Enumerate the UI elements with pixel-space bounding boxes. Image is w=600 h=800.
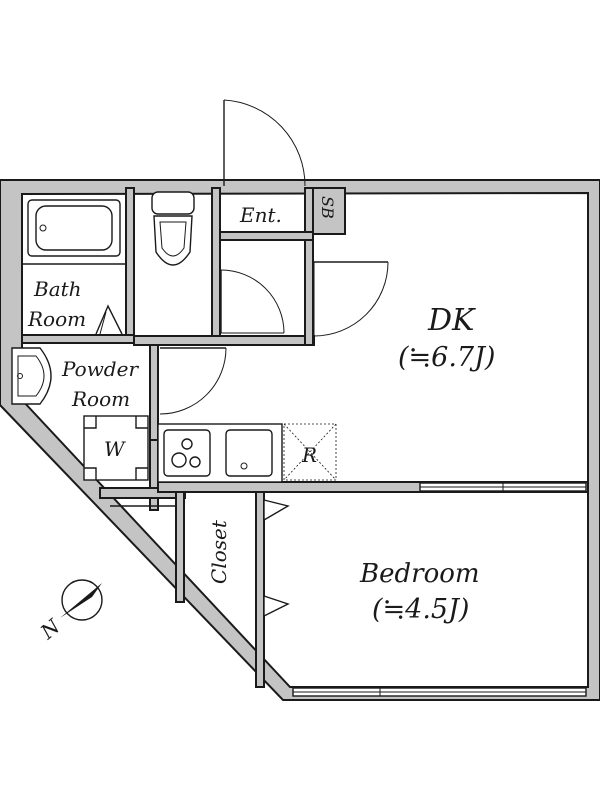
dk-label: DK <box>427 303 476 338</box>
wall-sb-box <box>312 187 346 235</box>
compass-needle-icon <box>60 583 102 618</box>
bedroom-label: Bedroom <box>359 559 480 589</box>
kitchen-sink <box>225 429 273 477</box>
wall-bath-right <box>125 187 135 339</box>
closet-door-bottom <box>263 595 290 618</box>
wall-powder-lower <box>149 439 159 511</box>
closet-label: Closet <box>207 519 231 584</box>
stove <box>163 429 211 477</box>
closet-door-top <box>263 499 290 522</box>
compass-label: N <box>35 613 66 644</box>
wall-hall-bottom <box>133 335 315 346</box>
wash-basin <box>11 347 52 405</box>
fridge-label: R <box>301 443 317 467</box>
wall-entrance-right <box>304 187 314 346</box>
wall-ent-step <box>219 231 314 241</box>
entrance-label: Ent. <box>239 203 282 227</box>
shoe-box-label: SB <box>318 196 337 219</box>
wall-bath-bottom <box>21 334 135 344</box>
bedroom-size: (≒4.5J) <box>372 594 469 625</box>
washer-space <box>83 415 149 481</box>
wall-closet-right <box>255 491 265 688</box>
washer-label: W <box>104 437 126 461</box>
compass: N <box>35 579 103 644</box>
bath-label-line2: Room <box>27 307 86 331</box>
wall-dk-bedroom <box>157 481 589 493</box>
bathtub-inner <box>35 205 113 251</box>
wall-closet-left <box>175 491 185 603</box>
toilet-bowl <box>153 215 193 266</box>
bath-label-line1: Bath <box>33 277 82 301</box>
dk-size: (≒6.7J) <box>398 342 495 373</box>
fridge-space <box>283 423 337 481</box>
powder-label-line1: Powder <box>61 357 139 381</box>
powder-label-line2: Room <box>71 387 130 411</box>
wall-powder-right <box>149 344 159 441</box>
toilet-tank <box>151 191 195 215</box>
bath-door <box>95 304 123 335</box>
wall-toilet-right <box>211 187 221 339</box>
